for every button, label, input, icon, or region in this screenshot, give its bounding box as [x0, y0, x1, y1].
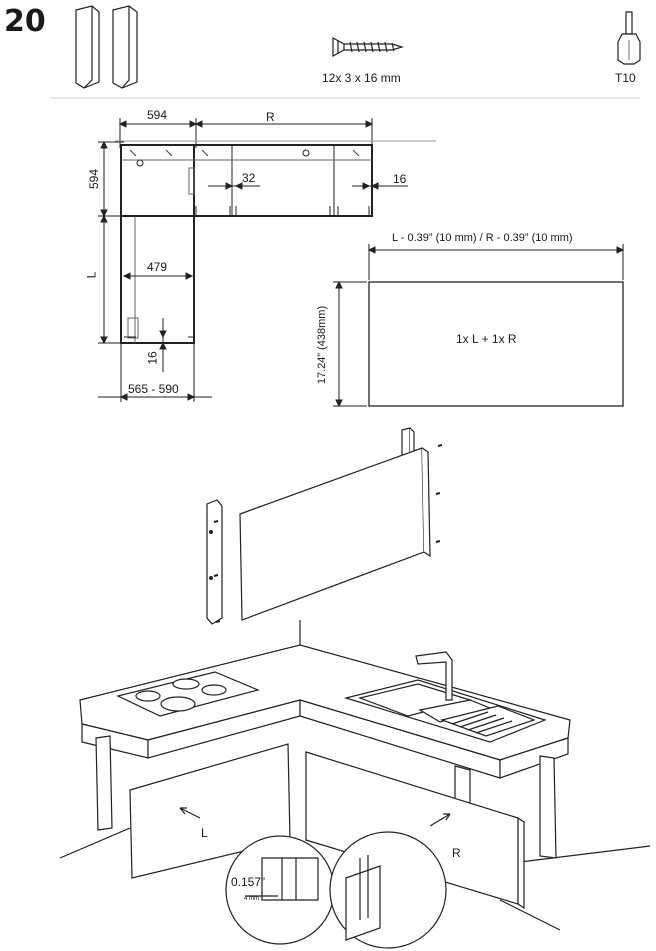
dim-range: 565 - 590 — [128, 382, 179, 396]
exploded-panel — [206, 427, 443, 625]
dim-right: R — [266, 110, 275, 124]
torx-bit-icon — [617, 11, 641, 65]
kick-panel-parts-icon — [75, 5, 138, 89]
dim-depth-479: 479 — [147, 260, 168, 274]
step-number: 20 — [4, 4, 46, 39]
kick-panel-right-label: R — [452, 846, 461, 860]
screw-icon — [332, 36, 405, 58]
panel-spec — [333, 244, 625, 408]
panel-height-label: 17.24” (438mm) — [316, 305, 329, 385]
dim-gap-16-bottom: 16 — [145, 351, 160, 365]
dim-left: L — [84, 271, 99, 279]
detail-inch-label: 0.157” — [231, 875, 266, 889]
plan-view — [98, 118, 436, 402]
kick-panel-left-label: L — [201, 826, 208, 840]
panel-width-label: L - 0.39” (10 mm) / R - 0.39” (10 mm) — [392, 232, 573, 244]
dim-corner-width: 594 — [147, 108, 168, 122]
dim-gap-16-right: 16 — [393, 172, 407, 186]
detail-mm-label: 4 mm — [244, 896, 259, 902]
dim-gap-32: 32 — [242, 171, 256, 185]
screw-label: 12x 3 x 16 mm — [322, 71, 401, 85]
panel-quantity-label: 1x L + 1x R — [456, 332, 517, 346]
bit-label: T10 — [615, 71, 636, 85]
kitchen-perspective — [59, 620, 651, 949]
dim-corner-height: 594 — [87, 168, 102, 190]
